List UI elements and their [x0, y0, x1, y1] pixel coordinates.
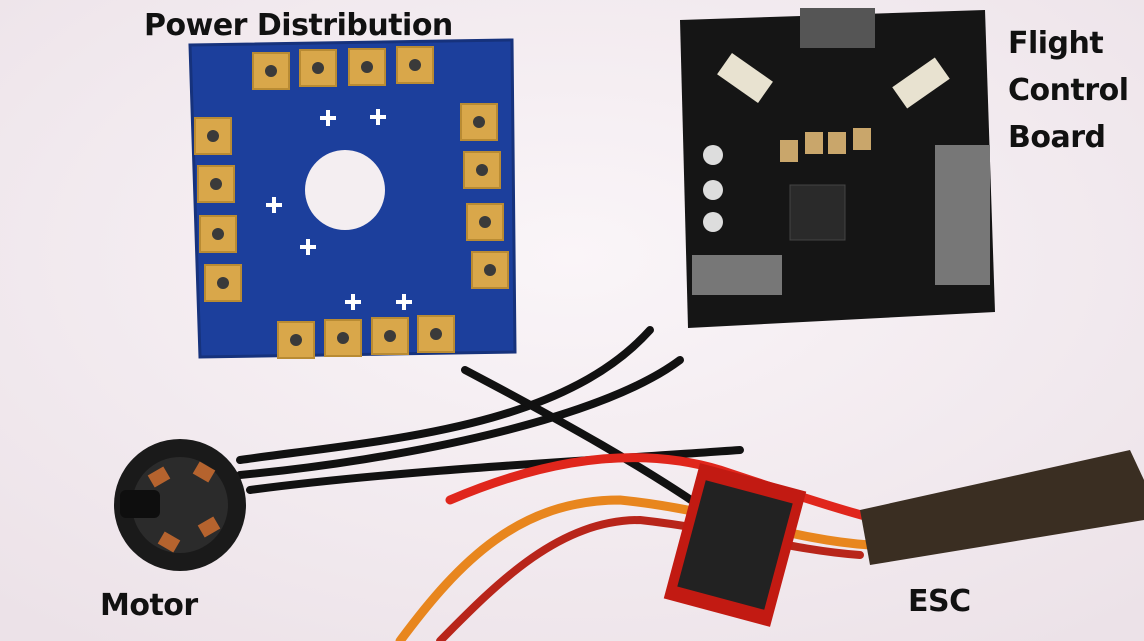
motor	[114, 439, 246, 571]
flight-control-board-label-line2: Control	[1008, 73, 1129, 108]
flight-control-board-label: Flight Control Board	[1008, 20, 1138, 161]
power-distribution-label: Power Distribution	[144, 8, 453, 43]
flight-control-board	[680, 8, 995, 328]
esc-label: ESC	[908, 584, 971, 619]
esc	[663, 450, 1144, 627]
motor-label: Motor	[100, 588, 198, 623]
flight-control-board-label-line1: Flight	[1008, 26, 1104, 61]
wires	[236, 326, 885, 641]
flight-control-board-label-line3: Board	[1008, 120, 1106, 155]
power-distribution-board	[188, 38, 517, 359]
